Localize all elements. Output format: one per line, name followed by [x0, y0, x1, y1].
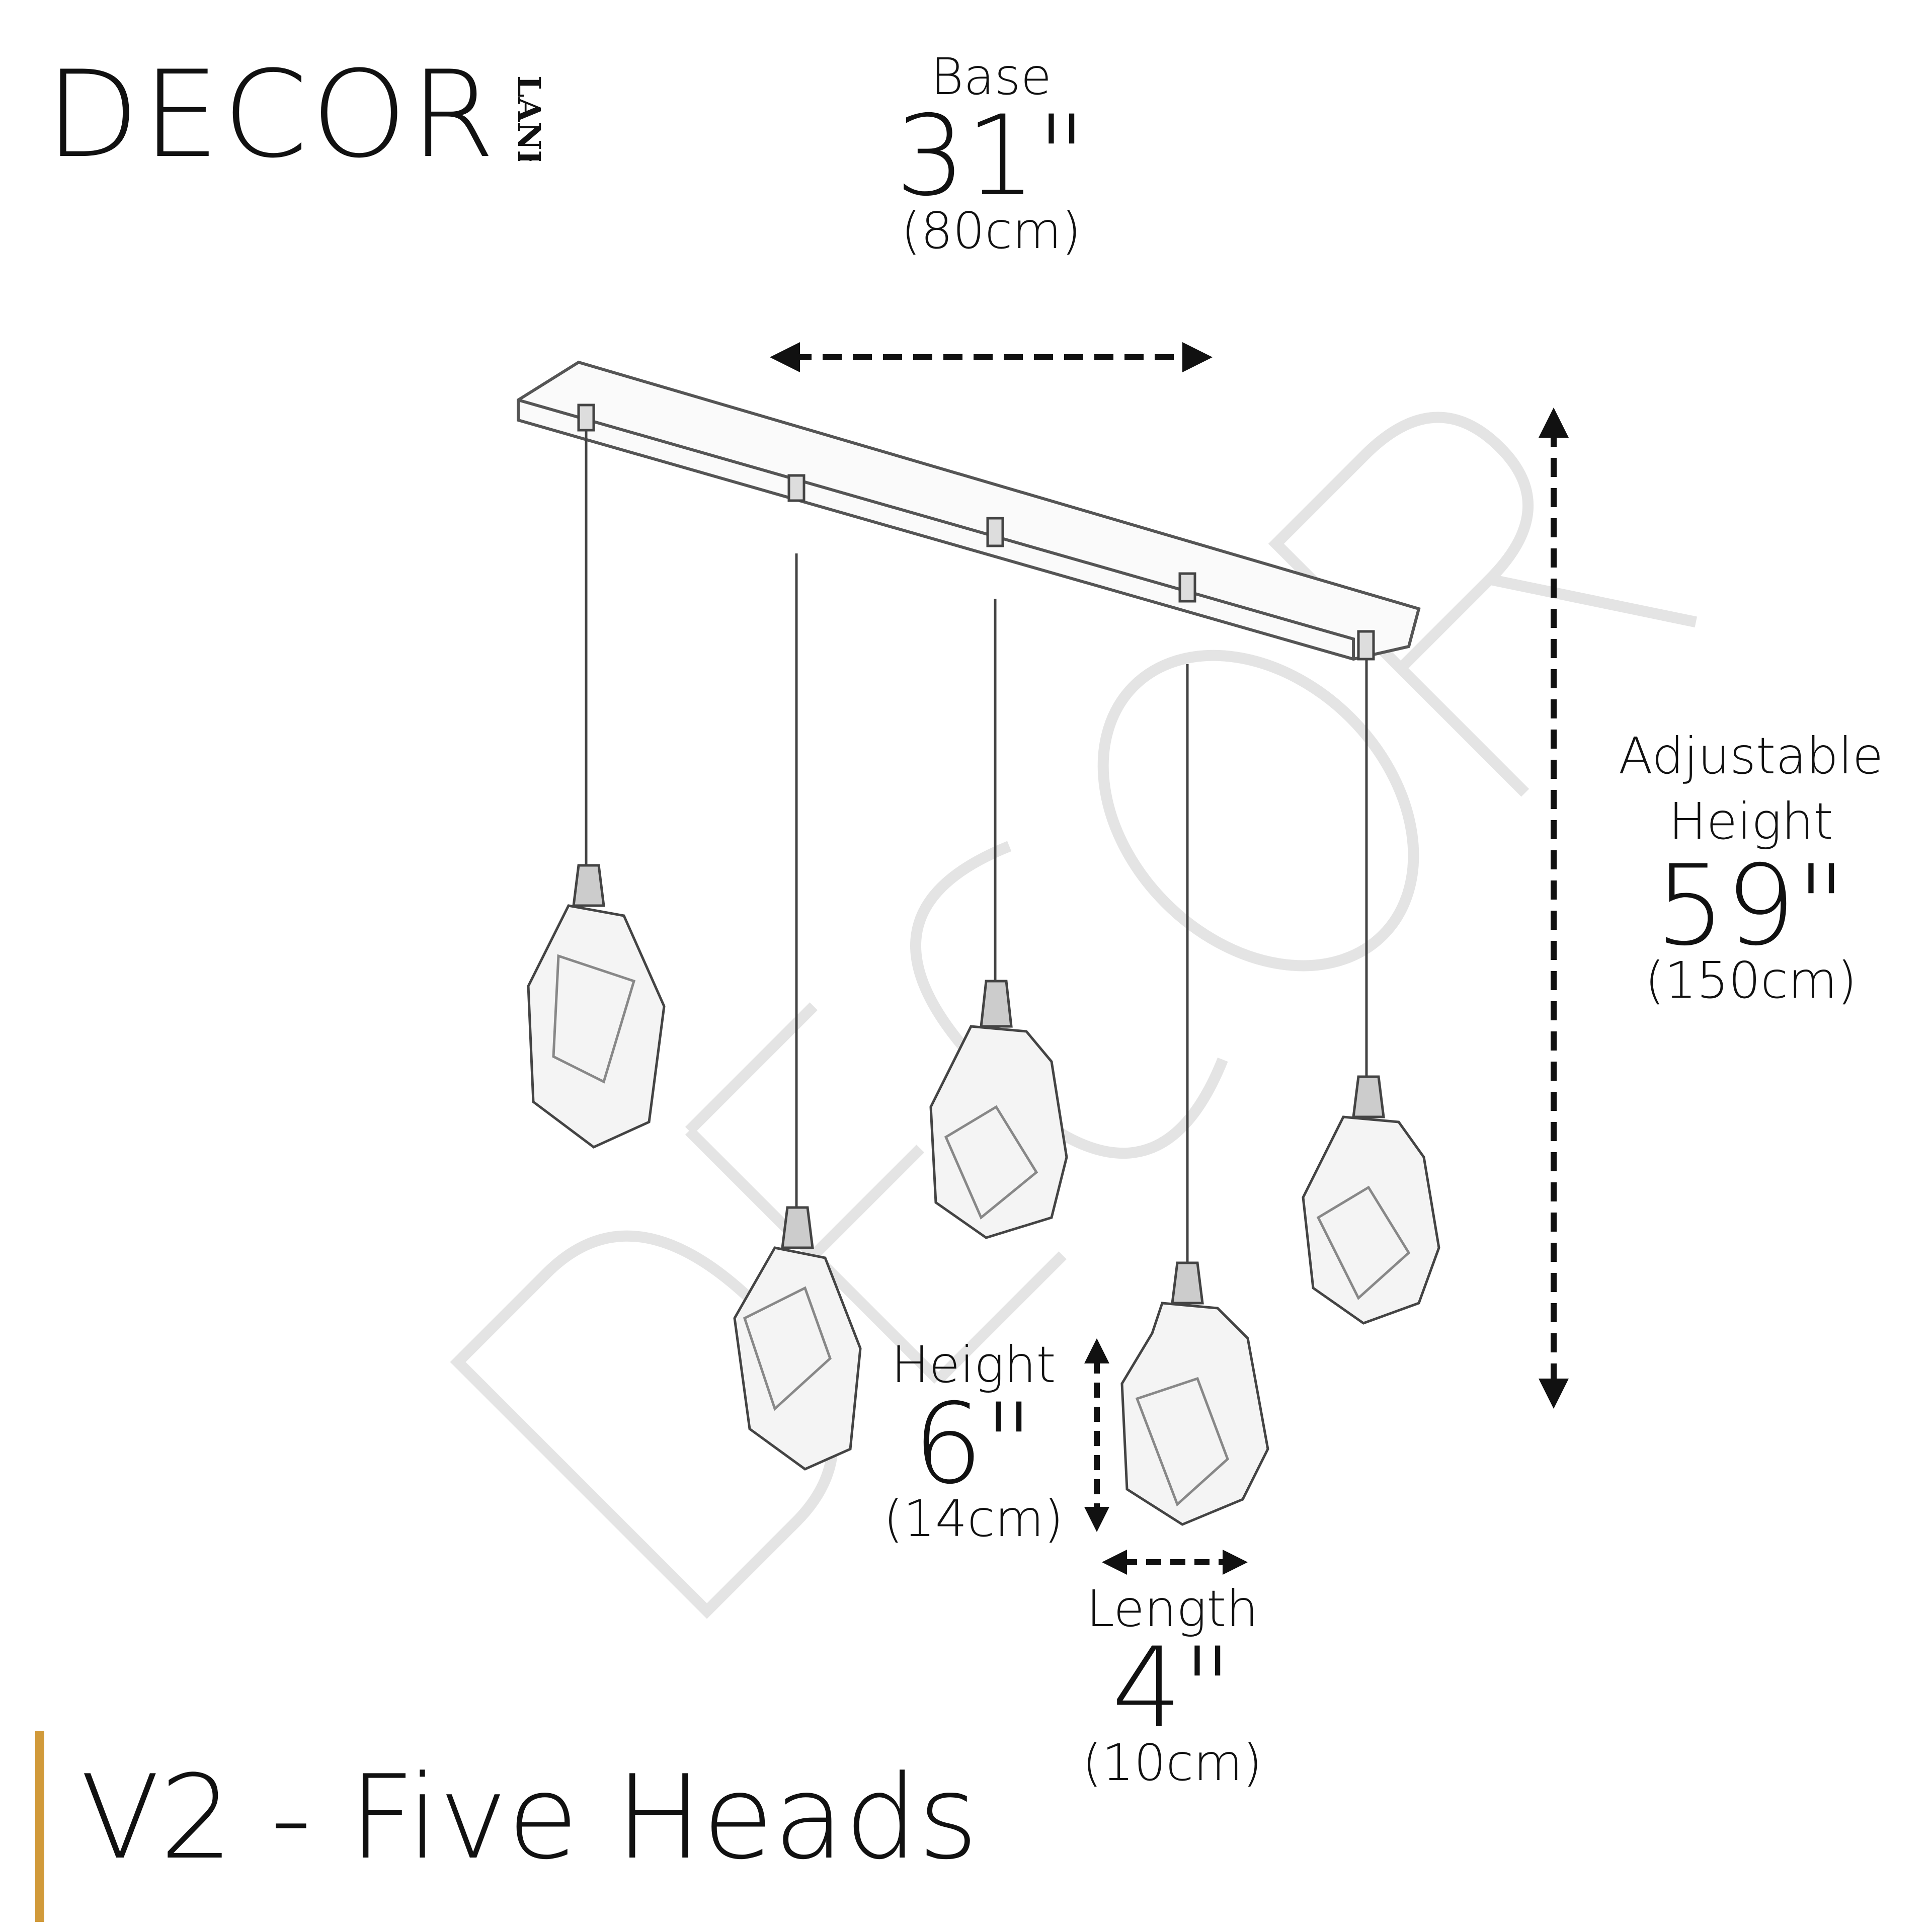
canopy-bar [517, 360, 1421, 661]
adjustable-height-label-1: Adjustable [1618, 727, 1884, 785]
head-length-metric: (10cm) [1082, 1733, 1262, 1792]
adjustable-height-dimension: Adjustable Height 59" (150cm) [1575, 730, 1927, 1007]
head-length-label: Length [1086, 1579, 1258, 1638]
head-height-label: Height [891, 1335, 1056, 1394]
variant-title: V2 - Five Heads [80, 1751, 979, 1885]
head-height-dimension: Height 6" (14cm) [865, 1338, 1082, 1545]
title-accent-bar [35, 1731, 44, 1922]
head-height-arrow [1084, 1338, 1109, 1532]
adjustable-height-metric: (150cm) [1645, 951, 1857, 1010]
base-label: Base [930, 47, 1052, 106]
head-length-arrow [1102, 1550, 1248, 1575]
base-dimension: Base 31" (80cm) [825, 50, 1157, 257]
head-length-dimension: Length 4" (10cm) [1057, 1582, 1288, 1789]
adjustable-height-label-2: Height [1668, 792, 1833, 851]
brand-logo-lane-mark: LANE [511, 75, 547, 161]
head-height-metric: (14cm) [883, 1489, 1064, 1548]
base-metric: (80cm) [901, 201, 1081, 260]
brand-logo: DECOR [45, 45, 499, 185]
head-height-value: 6" [913, 1380, 1034, 1508]
adjustable-height-value: 59" [1655, 841, 1847, 970]
svg-text:LANE: LANE [511, 75, 547, 161]
adjustable-height-arrow [1539, 408, 1569, 1409]
base-value: 31" [895, 92, 1087, 220]
head-length-value: 4" [1111, 1624, 1233, 1752]
pendant-heads [527, 404, 1440, 1526]
base-arrow [770, 342, 1213, 372]
